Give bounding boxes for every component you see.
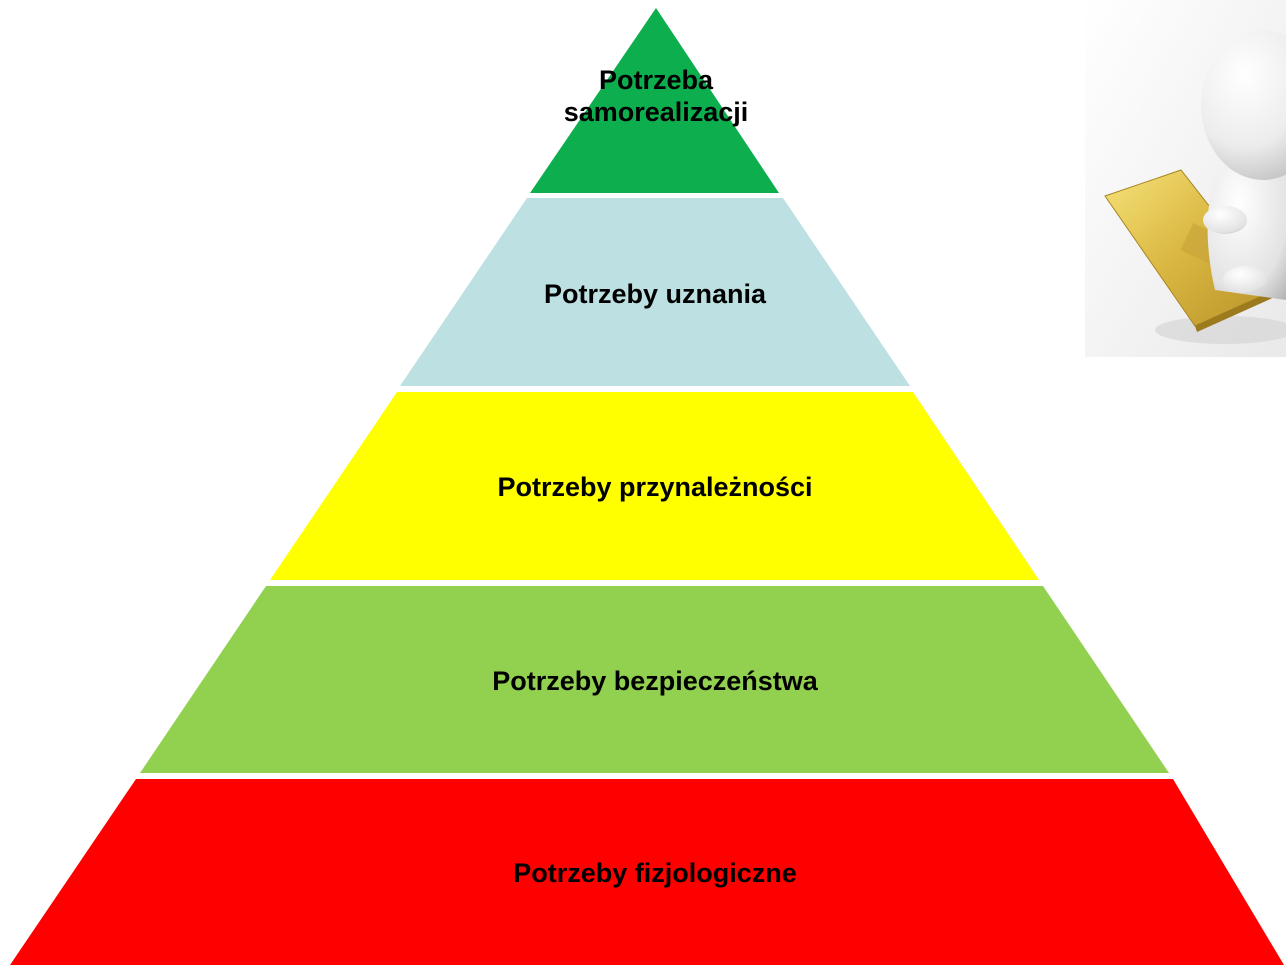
label-self-actualization-line1: Potrzeba — [598, 65, 714, 95]
label-belonging: Potrzeby przynależności — [497, 472, 813, 502]
label-self-actualization-line2: samorealizacji — [563, 97, 749, 127]
label-esteem: Potrzeby uznania — [543, 279, 767, 309]
pyramid-level-safety — [140, 586, 1169, 773]
pyramid-level-physiological — [10, 779, 1284, 965]
pyramid-level-belonging — [270, 392, 1039, 580]
label-self-actualization: Potrzeba samorealizacji — [564, 64, 749, 128]
figure-with-golden-card-icon — [1085, 0, 1286, 357]
label-physiological: Potrzeby fizjologiczne — [513, 858, 797, 888]
pyramid-level-self-actualization — [530, 8, 779, 193]
pyramid-level-esteem — [400, 198, 910, 386]
label-safety: Potrzeby bezpieczeństwa — [492, 666, 818, 696]
